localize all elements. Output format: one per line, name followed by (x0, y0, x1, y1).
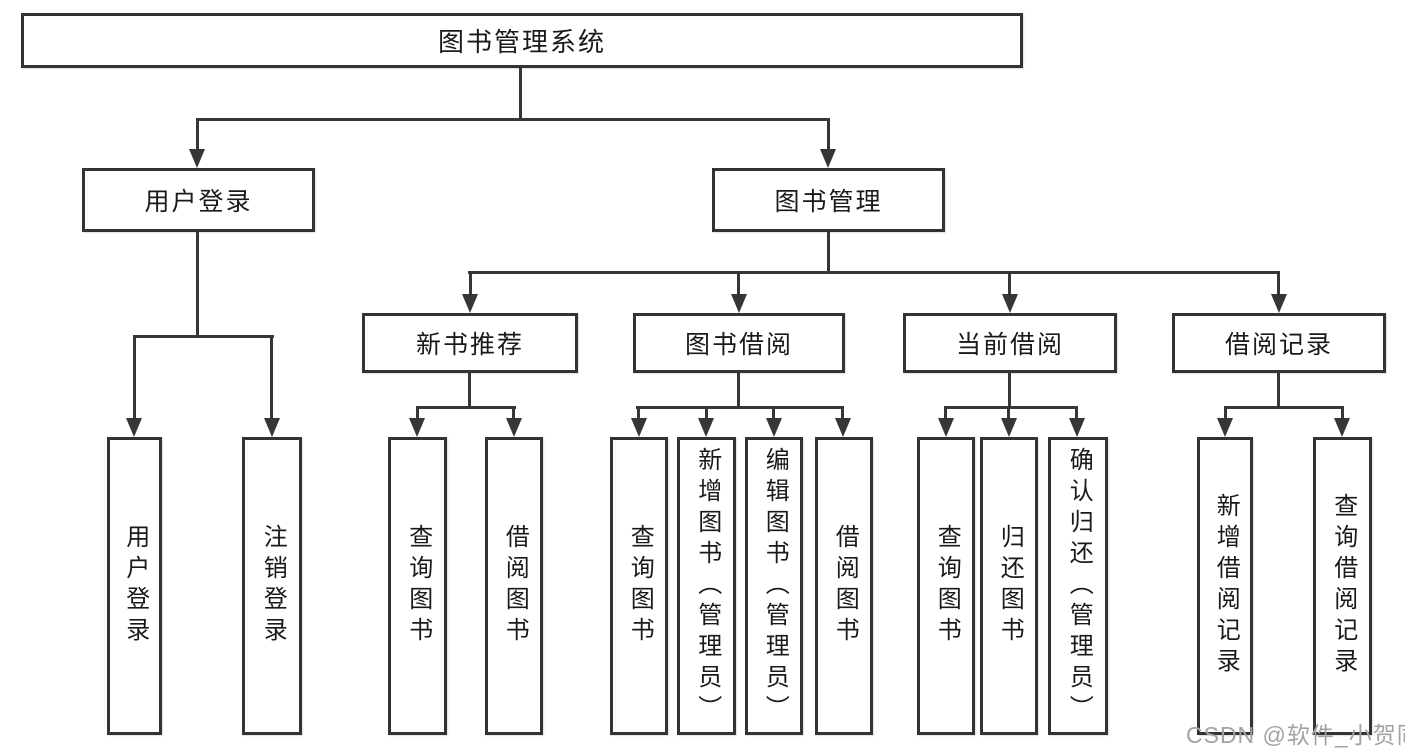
arrowhead-icon (264, 418, 280, 437)
arrowhead-icon (1217, 418, 1233, 437)
node-label: 归还图书 (996, 524, 1024, 648)
node-label: 用户登录 (121, 524, 149, 648)
connector-mgmt-drop-3 (1008, 271, 1011, 296)
connector-current-drop-1 (944, 406, 947, 421)
connector-recommend-drop-2 (512, 406, 515, 421)
connector-recommend-bar (416, 406, 516, 409)
leaf-search-books-current: 查询图书 (917, 437, 975, 735)
node-label: 查询图书 (933, 524, 961, 648)
arrowhead-icon (1001, 418, 1017, 437)
connector-root-drop-right (827, 118, 830, 152)
connector-mgmt-drop-2 (737, 271, 740, 296)
connector-current-stem (1008, 373, 1011, 409)
connector-mgmt-drop-4 (1277, 271, 1280, 296)
connector-current-drop-2 (1007, 406, 1010, 421)
connector-borrowing-bar (636, 406, 844, 409)
connector-records-drop-2 (1341, 406, 1344, 421)
leaf-borrow-books-borrowing: 借阅图书 (815, 437, 873, 735)
connector-root-stem (519, 68, 522, 120)
node-user-login: 用户登录 (82, 168, 315, 232)
connector-current-drop-3 (1075, 406, 1078, 421)
arrowhead-icon (698, 418, 714, 437)
arrowhead-icon (766, 418, 782, 437)
connector-recommend-drop-1 (416, 406, 419, 421)
arrowhead-icon (1069, 418, 1085, 437)
node-label: 新书推荐 (415, 331, 524, 359)
connector-borrowing-drop-4 (841, 406, 844, 421)
node-label: 注销登录 (259, 524, 287, 648)
connector-mgmt-bar (468, 271, 1280, 274)
connector-login-bar (133, 335, 274, 338)
node-book-management: 图书管理 (712, 168, 945, 232)
arrowhead-icon (462, 294, 478, 313)
node-label: 查询图书 (404, 524, 432, 648)
leaf-search-borrow-record: 查询借阅记录 (1313, 437, 1372, 735)
node-label: 确认归还（管理员） (1065, 446, 1093, 726)
leaf-borrow-books-recommend: 借阅图书 (485, 437, 543, 735)
node-label: 图书借阅 (684, 331, 793, 359)
arrowhead-icon (938, 418, 954, 437)
connector-mgmt-stem (827, 232, 830, 274)
leaf-search-books-recommend: 查询图书 (388, 437, 447, 735)
connector-records-stem (1277, 373, 1280, 409)
leaf-return-books: 归还图书 (980, 437, 1038, 735)
arrowhead-icon (126, 418, 142, 437)
node-label: 新增图书（管理员） (693, 446, 721, 726)
node-library-management-system: 图书管理系统 (21, 13, 1023, 68)
leaf-add-borrow-record: 新增借阅记录 (1197, 437, 1253, 735)
connector-login-drop-2 (270, 335, 273, 421)
connector-recommend-stem (468, 373, 471, 409)
leaf-confirm-return-admin: 确认归还（管理员） (1048, 437, 1108, 735)
connector-login-drop-1 (133, 335, 136, 421)
arrowhead-icon (631, 418, 647, 437)
node-label: 当前借阅 (955, 331, 1064, 359)
connector-borrowing-stem (737, 373, 740, 409)
arrowhead-icon (506, 418, 522, 437)
leaf-logout: 注销登录 (242, 437, 302, 735)
leaf-user-login: 用户登录 (107, 437, 162, 735)
arrowhead-icon (409, 418, 425, 437)
node-label: 借阅图书 (831, 524, 859, 648)
node-label: 用户登录 (144, 188, 253, 216)
arrowhead-icon (835, 418, 851, 437)
arrowhead-icon (1334, 418, 1350, 437)
node-label: 借阅记录 (1224, 331, 1333, 359)
leaf-search-books-borrowing: 查询图书 (610, 437, 668, 735)
connector-mgmt-drop-1 (469, 271, 472, 296)
node-current-borrowing: 当前借阅 (903, 313, 1117, 373)
connector-borrowing-drop-3 (772, 406, 775, 421)
csdn-watermark: CSDN @软件_小贺同学 (1186, 722, 1405, 748)
leaf-edit-books-admin: 编辑图书（管理员） (745, 437, 803, 735)
connector-root-drop-left (196, 118, 199, 152)
node-label: 新增借阅记录 (1212, 493, 1240, 679)
node-label: 图书管理 (774, 188, 883, 216)
arrowhead-icon (1271, 294, 1287, 313)
node-book-borrowing: 图书借阅 (633, 313, 845, 373)
node-label: 查询借阅记录 (1329, 493, 1357, 679)
connector-records-bar (1224, 406, 1343, 409)
arrowhead-icon (1002, 294, 1018, 313)
arrowhead-icon (731, 294, 747, 313)
arrowhead-icon (189, 149, 205, 168)
node-borrowing-records: 借阅记录 (1172, 313, 1386, 373)
node-label: 查询图书 (626, 524, 654, 648)
node-label: 图书管理系统 (437, 27, 606, 57)
connector-borrowing-drop-1 (637, 406, 640, 421)
connector-login-stem (196, 232, 199, 338)
connector-current-bar (944, 406, 1078, 409)
connector-records-drop-1 (1224, 406, 1227, 421)
node-label: 编辑图书（管理员） (761, 446, 789, 726)
arrowhead-icon (820, 149, 836, 168)
connector-borrowing-drop-2 (705, 406, 708, 421)
leaf-add-books-admin: 新增图书（管理员） (677, 437, 736, 735)
node-new-book-recommendation: 新书推荐 (362, 313, 578, 373)
node-label: 借阅图书 (501, 524, 529, 648)
connector-root-bar (196, 118, 830, 121)
